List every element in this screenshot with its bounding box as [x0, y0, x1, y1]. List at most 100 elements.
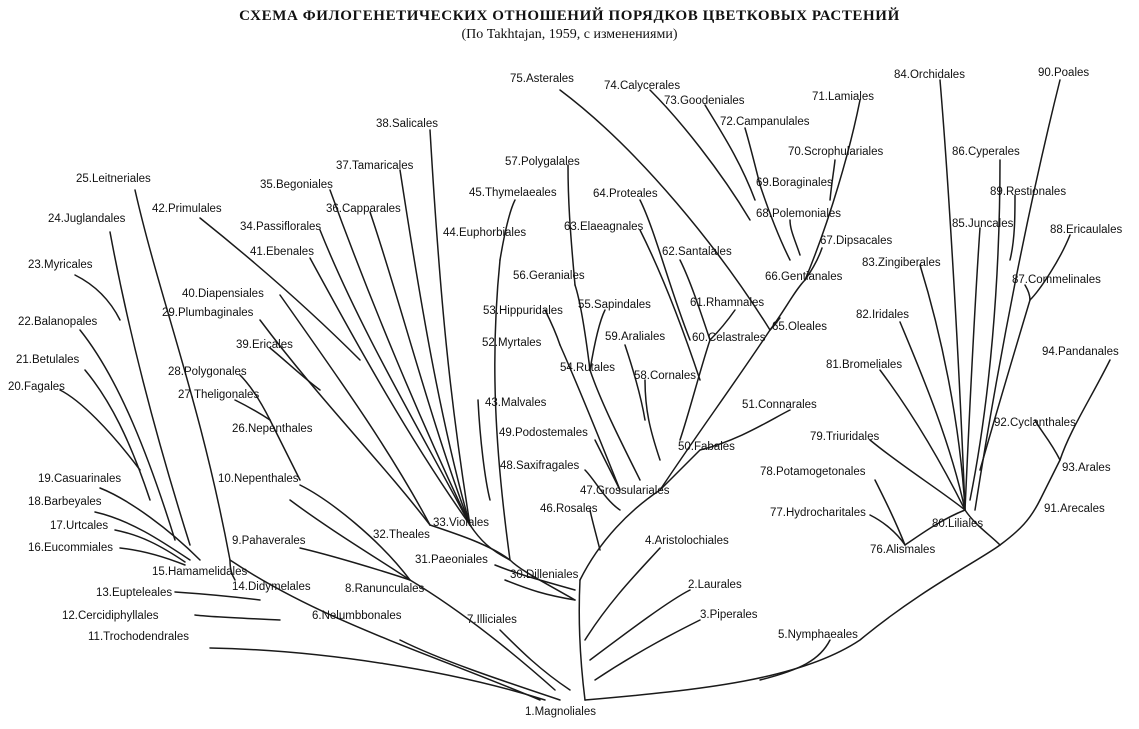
branch-barbeyales [94, 511, 191, 561]
order-label-4: 4.Aristolochiales [645, 535, 729, 547]
branch-casuarinales [99, 487, 201, 561]
order-label-11: 11.Trochodendrales [88, 631, 189, 643]
branch-laurales [589, 589, 691, 661]
branch-balanopales [79, 329, 176, 541]
tree-labels: 1.Magnoliales 2.Laurales 3.Piperales 4.A… [8, 67, 1122, 718]
order-label-85: 85.Juncales [952, 218, 1014, 230]
order-label-19: 19.Casuarinales [38, 473, 121, 485]
branch-betulales [84, 369, 151, 501]
order-label-70: 70.Scrophulariales [788, 146, 884, 158]
branch-geraniales [574, 284, 591, 371]
order-label-66: 66.Gentianales [765, 271, 843, 283]
branch-iridales [899, 321, 966, 511]
branch-nepenthales-26 [269, 419, 301, 481]
branch-asterales [559, 89, 771, 331]
order-label-81: 81.Bromeliales [826, 359, 902, 371]
order-label-32: 32.Theales [373, 529, 430, 541]
order-label-54: 54.Rutales [560, 362, 615, 374]
branch-bromeliales [879, 369, 966, 511]
order-label-47: 47.Grossulariales [580, 485, 670, 497]
order-label-8: 8.Ranunculales [345, 583, 425, 595]
branch-restionales [1009, 194, 1016, 261]
branch-primulales [199, 217, 361, 361]
branch-gentianales [769, 279, 806, 331]
order-label-89: 89.Restionales [990, 186, 1066, 198]
branch-malvales [477, 399, 491, 501]
order-label-15: 15.Hamamelidales [152, 566, 247, 578]
order-label-33: 33.Violales [433, 517, 489, 529]
branch-hamamelid-stem [229, 559, 541, 701]
branch-dillenid-stem [509, 559, 576, 601]
branch-eucommiales [119, 547, 186, 566]
branch-nelumbbonales [399, 639, 561, 701]
order-label-71: 71.Lamiales [812, 91, 874, 103]
branch-hydrocharitales [869, 514, 906, 546]
branch-ranunculales-main [289, 499, 411, 581]
order-label-55: 55.Sapindales [578, 299, 651, 311]
branch-rutales [589, 369, 641, 481]
branch-myrtales [559, 344, 621, 491]
order-label-48: 48.Saxifragales [500, 460, 580, 472]
branch-saxifragales [584, 469, 621, 511]
branch-fabales [659, 449, 701, 491]
branch-rhamnales [709, 309, 736, 341]
branch-plumbaginales [259, 319, 431, 526]
order-label-10: 10.Nepenthales [218, 473, 299, 485]
branch-arales [1039, 459, 1061, 501]
order-label-57: 57.Polygalales [505, 156, 580, 168]
order-label-51: 51.Connarales [742, 399, 817, 411]
branch-nepenthales-10 [299, 484, 411, 581]
branch-lamiales [804, 99, 861, 281]
branch-begoniales [329, 189, 471, 526]
order-label-6: 6.Nelumbbonales [312, 610, 402, 622]
branch-paeoniales [494, 564, 576, 591]
order-label-63: 63.Elaeagnales [564, 221, 644, 233]
order-label-90: 90.Poales [1038, 67, 1089, 79]
order-label-93: 93.Arales [1062, 462, 1111, 474]
order-label-37: 37.Tamaricales [336, 160, 414, 172]
branch-elaeagnales [639, 229, 701, 381]
branch-polygalales [567, 164, 576, 286]
order-label-72: 72.Campanulales [720, 116, 810, 128]
order-label-79: 79.Triuridales [810, 431, 879, 443]
order-label-87: 87.Commelinales [1012, 274, 1101, 286]
branch-leitneriales [134, 189, 231, 561]
order-label-78: 78.Potamogetonales [760, 466, 866, 478]
branch-hippuridales [544, 309, 561, 346]
order-label-20: 20.Fagales [8, 381, 65, 393]
order-label-50: 50.Fabales [678, 441, 735, 453]
branch-liliales-stem [964, 509, 1001, 546]
order-label-46: 46.Rosales [540, 503, 598, 515]
branch-connarales [699, 409, 791, 451]
branch-orchidales [939, 79, 966, 511]
order-label-5: 5.Nymphaeales [778, 629, 858, 641]
order-label-43: 43.Malvales [485, 397, 547, 409]
order-label-42: 42.Primulales [152, 203, 222, 215]
branch-sapindales [589, 309, 606, 371]
branch-cornales-stem [644, 379, 661, 461]
tree-branches [59, 79, 1111, 701]
branch-pahaverales [299, 547, 411, 581]
order-label-77: 77.Hydrocharitales [770, 507, 866, 519]
order-label-61: 61.Rhamnales [690, 297, 764, 309]
branch-scrophulariales [829, 159, 836, 201]
branch-commelinales [979, 299, 1031, 471]
order-label-75: 75.Asterales [510, 73, 574, 85]
diagram-title: СХЕМА ФИЛОГЕНЕТИЧЕСКИХ ОТНОШЕНИЙ ПОРЯДКО… [239, 8, 900, 24]
order-label-88: 88.Ericaulales [1050, 224, 1122, 236]
order-label-39: 39.Ericales [236, 339, 293, 351]
branch-alismales [904, 509, 966, 546]
order-label-73: 73.Goodeniales [664, 95, 745, 107]
branch-dicot-trunk [578, 579, 586, 701]
branch-dilleniales [504, 579, 576, 601]
branch-monocot-trunk [584, 544, 1001, 701]
branch-illiciales [499, 629, 571, 691]
branch-potamogetonales [874, 479, 906, 546]
order-label-49: 49.Podostemales [499, 427, 588, 439]
branch-cyclanthales [1034, 419, 1061, 461]
branch-theligonales [234, 399, 271, 421]
order-label-74: 74.Calycerales [604, 80, 680, 92]
order-label-80: 80.Liliales [932, 518, 983, 530]
branch-juncales [964, 227, 981, 511]
